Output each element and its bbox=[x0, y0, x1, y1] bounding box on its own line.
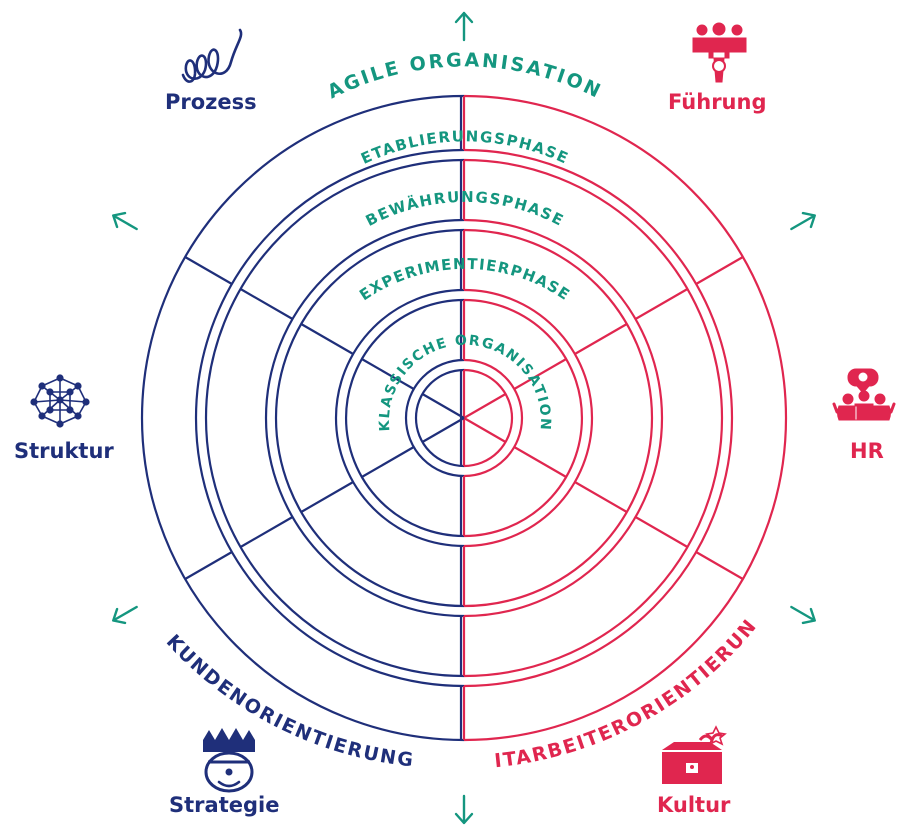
network-node bbox=[66, 388, 74, 396]
ring-left-arc bbox=[404, 358, 465, 478]
struktur-label: Struktur bbox=[14, 439, 114, 463]
ring-divider bbox=[695, 551, 744, 580]
network-edge bbox=[33, 399, 61, 403]
outward-arrow bbox=[112, 211, 138, 231]
network-node bbox=[74, 412, 82, 420]
outward-arrow bbox=[454, 794, 474, 825]
network-node bbox=[38, 382, 46, 390]
ring-divider bbox=[634, 516, 688, 548]
ring-divider bbox=[421, 393, 465, 419]
network-icon bbox=[30, 374, 90, 428]
ring-divider bbox=[574, 323, 628, 355]
ring-divider bbox=[300, 481, 354, 513]
ring-left-arc bbox=[264, 218, 465, 618]
ring-divider bbox=[695, 256, 744, 285]
network-edge bbox=[59, 399, 87, 403]
ring-divider bbox=[184, 256, 233, 285]
ring-left-arc bbox=[414, 368, 465, 468]
ring-divider bbox=[421, 417, 465, 443]
kundenorientierung-label: KUNDENORIENTIERUNG bbox=[162, 631, 416, 772]
network-node bbox=[38, 412, 46, 420]
ring-divider bbox=[463, 417, 507, 443]
ring-divider bbox=[513, 358, 567, 390]
ring-left-arc bbox=[204, 158, 465, 678]
network-node bbox=[46, 388, 54, 396]
network-node bbox=[56, 396, 64, 404]
ring-divider bbox=[184, 551, 233, 580]
treasure-chest-icon bbox=[662, 725, 727, 784]
ring-right-arc bbox=[463, 158, 724, 678]
ring-left-arc bbox=[344, 298, 465, 538]
network-node bbox=[46, 406, 54, 414]
network-node bbox=[56, 374, 64, 382]
ring-right-arc bbox=[463, 148, 734, 688]
direction-arrows bbox=[112, 11, 816, 825]
ring-divider bbox=[240, 516, 294, 548]
ring-right-arc bbox=[463, 228, 654, 608]
network-node bbox=[30, 398, 38, 406]
ring-divider bbox=[513, 446, 567, 478]
outward-arrow bbox=[112, 605, 138, 625]
ring-right-arc bbox=[463, 368, 514, 468]
ring-divider bbox=[634, 288, 688, 320]
ring-left-arc bbox=[334, 288, 465, 548]
ring-divider bbox=[300, 323, 354, 355]
outward-arrow bbox=[790, 605, 816, 625]
network-node bbox=[66, 406, 74, 414]
network-node bbox=[82, 398, 90, 406]
ring-right-arc bbox=[463, 298, 584, 538]
prozess-label: Prozess bbox=[165, 90, 257, 114]
ring-divider bbox=[361, 358, 415, 390]
mitarbeiterorientierung-label: MITARBEITERORIENTIERUNG bbox=[0, 0, 760, 772]
ring-left-arc bbox=[140, 94, 465, 742]
network-node bbox=[74, 382, 82, 390]
ring-left-arc bbox=[274, 228, 465, 608]
ring-right-arc bbox=[463, 358, 524, 478]
maturity-rings bbox=[140, 94, 788, 742]
ring-divider bbox=[574, 481, 628, 513]
hr-label: HR bbox=[850, 439, 884, 463]
people-idea-icon bbox=[832, 368, 896, 421]
crown-face-icon bbox=[203, 728, 255, 793]
kultur-label: Kultur bbox=[657, 793, 731, 817]
leader-team-icon bbox=[692, 22, 747, 83]
ring-divider bbox=[361, 446, 415, 478]
ring-left-arc bbox=[194, 148, 465, 688]
strategie-label: Strategie bbox=[169, 793, 280, 817]
ring-right-arc bbox=[463, 288, 594, 548]
ring-divider bbox=[240, 288, 294, 320]
ring-right-arc bbox=[463, 94, 788, 742]
network-node bbox=[56, 420, 64, 428]
ring-right-arc bbox=[463, 218, 664, 618]
spiral-icon bbox=[181, 28, 243, 83]
fuehrung-label: Führung bbox=[668, 90, 767, 114]
ring-divider bbox=[463, 393, 507, 419]
outward-arrow bbox=[790, 211, 816, 231]
outward-arrow bbox=[454, 11, 474, 42]
